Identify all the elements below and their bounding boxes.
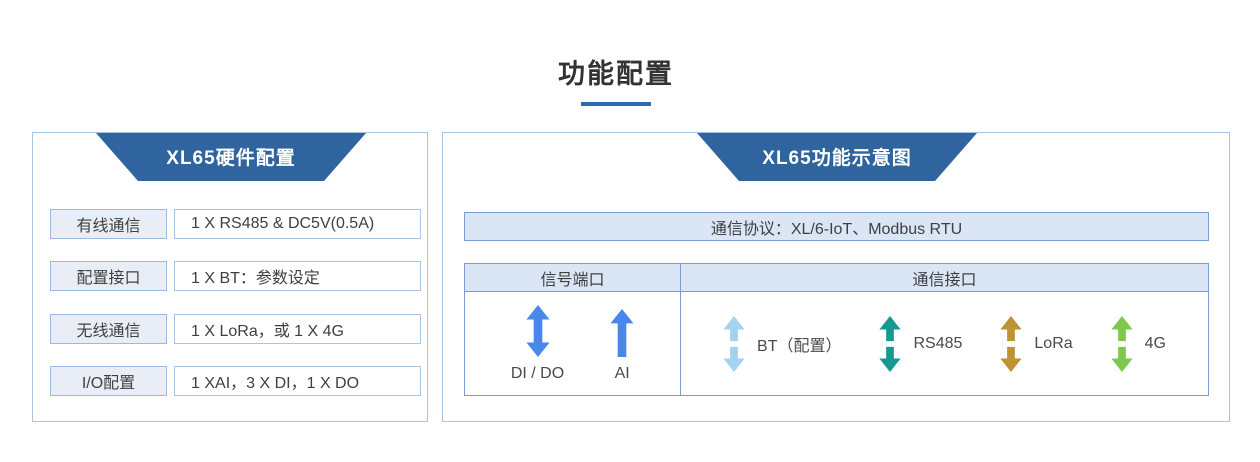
double-arrow-icon [525,305,550,357]
port-label: AI [614,365,630,382]
diagram-table: 信号端口 通信接口 DI / DO AI [464,263,1209,396]
comm-interface-header: 通信接口 [681,263,1209,292]
split-double-arrow-icon [1111,315,1133,372]
comm-label: RS485 [913,334,963,352]
split-double-arrow-icon [879,315,902,372]
comm-label: 4G [1144,334,1166,352]
comm-label: BT（配置） [757,337,842,355]
comm-label: LoRa [1034,334,1073,352]
hardware-row-config-port: 配置接口 1 X BT：参数设定 [50,261,421,291]
row-label: 有线通信 [50,209,167,239]
page-title: 功能配置 [558,59,674,89]
comm-item-rs485: RS485 [879,315,963,372]
diagram-table-head: 信号端口 通信接口 [464,263,1209,292]
function-diagram-panel: XL65功能示意图 通信协议：XL/6-IoT、Modbus RTU 信号端口 … [442,132,1230,422]
comm-item-4g: 4G [1111,315,1166,372]
row-value: 1 X LoRa，或 1 X 4G [174,314,421,344]
title-underline [581,102,651,106]
comm-item-bt: BT（配置） [723,315,842,372]
split-double-arrow-icon [723,315,745,372]
port-item-ai: AI [610,309,634,383]
row-value: 1 X BT：参数设定 [174,261,421,291]
hardware-row-wired: 有线通信 1 X RS485 & DC5V(0.5A) [50,209,421,239]
hardware-config-panel: XL65硬件配置 有线通信 1 X RS485 & DC5V(0.5A) 配置接… [32,132,428,422]
page-title-block: 功能配置 [0,52,1232,106]
diagram-panel-title: XL65功能示意图 [762,147,912,169]
diagram-table-body: DI / DO AI BT（配置） [464,292,1209,396]
hardware-panel-title: XL65硬件配置 [166,147,296,169]
signal-port-header: 信号端口 [464,263,681,292]
hardware-row-wireless: 无线通信 1 X LoRa，或 1 X 4G [50,314,421,344]
protocol-bar: 通信协议：XL/6-IoT、Modbus RTU [464,212,1209,241]
up-arrow-icon [610,309,634,357]
comm-interface-cell: BT（配置） RS485 LoRa [681,292,1209,396]
hardware-row-io: I/O配置 1 XAI，3 X DI，1 X DO [50,366,421,396]
port-label: DI / DO [510,365,565,382]
hardware-panel-header: XL65硬件配置 [96,133,366,181]
row-label: 配置接口 [50,261,167,291]
comm-item-lora: LoRa [1000,315,1073,372]
split-double-arrow-icon [1000,315,1023,372]
row-label: I/O配置 [50,366,167,396]
signal-port-cell: DI / DO AI [464,292,681,396]
row-label: 无线通信 [50,314,167,344]
row-value: 1 XAI，3 X DI，1 X DO [174,366,421,396]
row-value: 1 X RS485 & DC5V(0.5A) [174,209,421,239]
port-item-dido: DI / DO [511,305,564,383]
diagram-panel-header: XL65功能示意图 [697,133,977,181]
